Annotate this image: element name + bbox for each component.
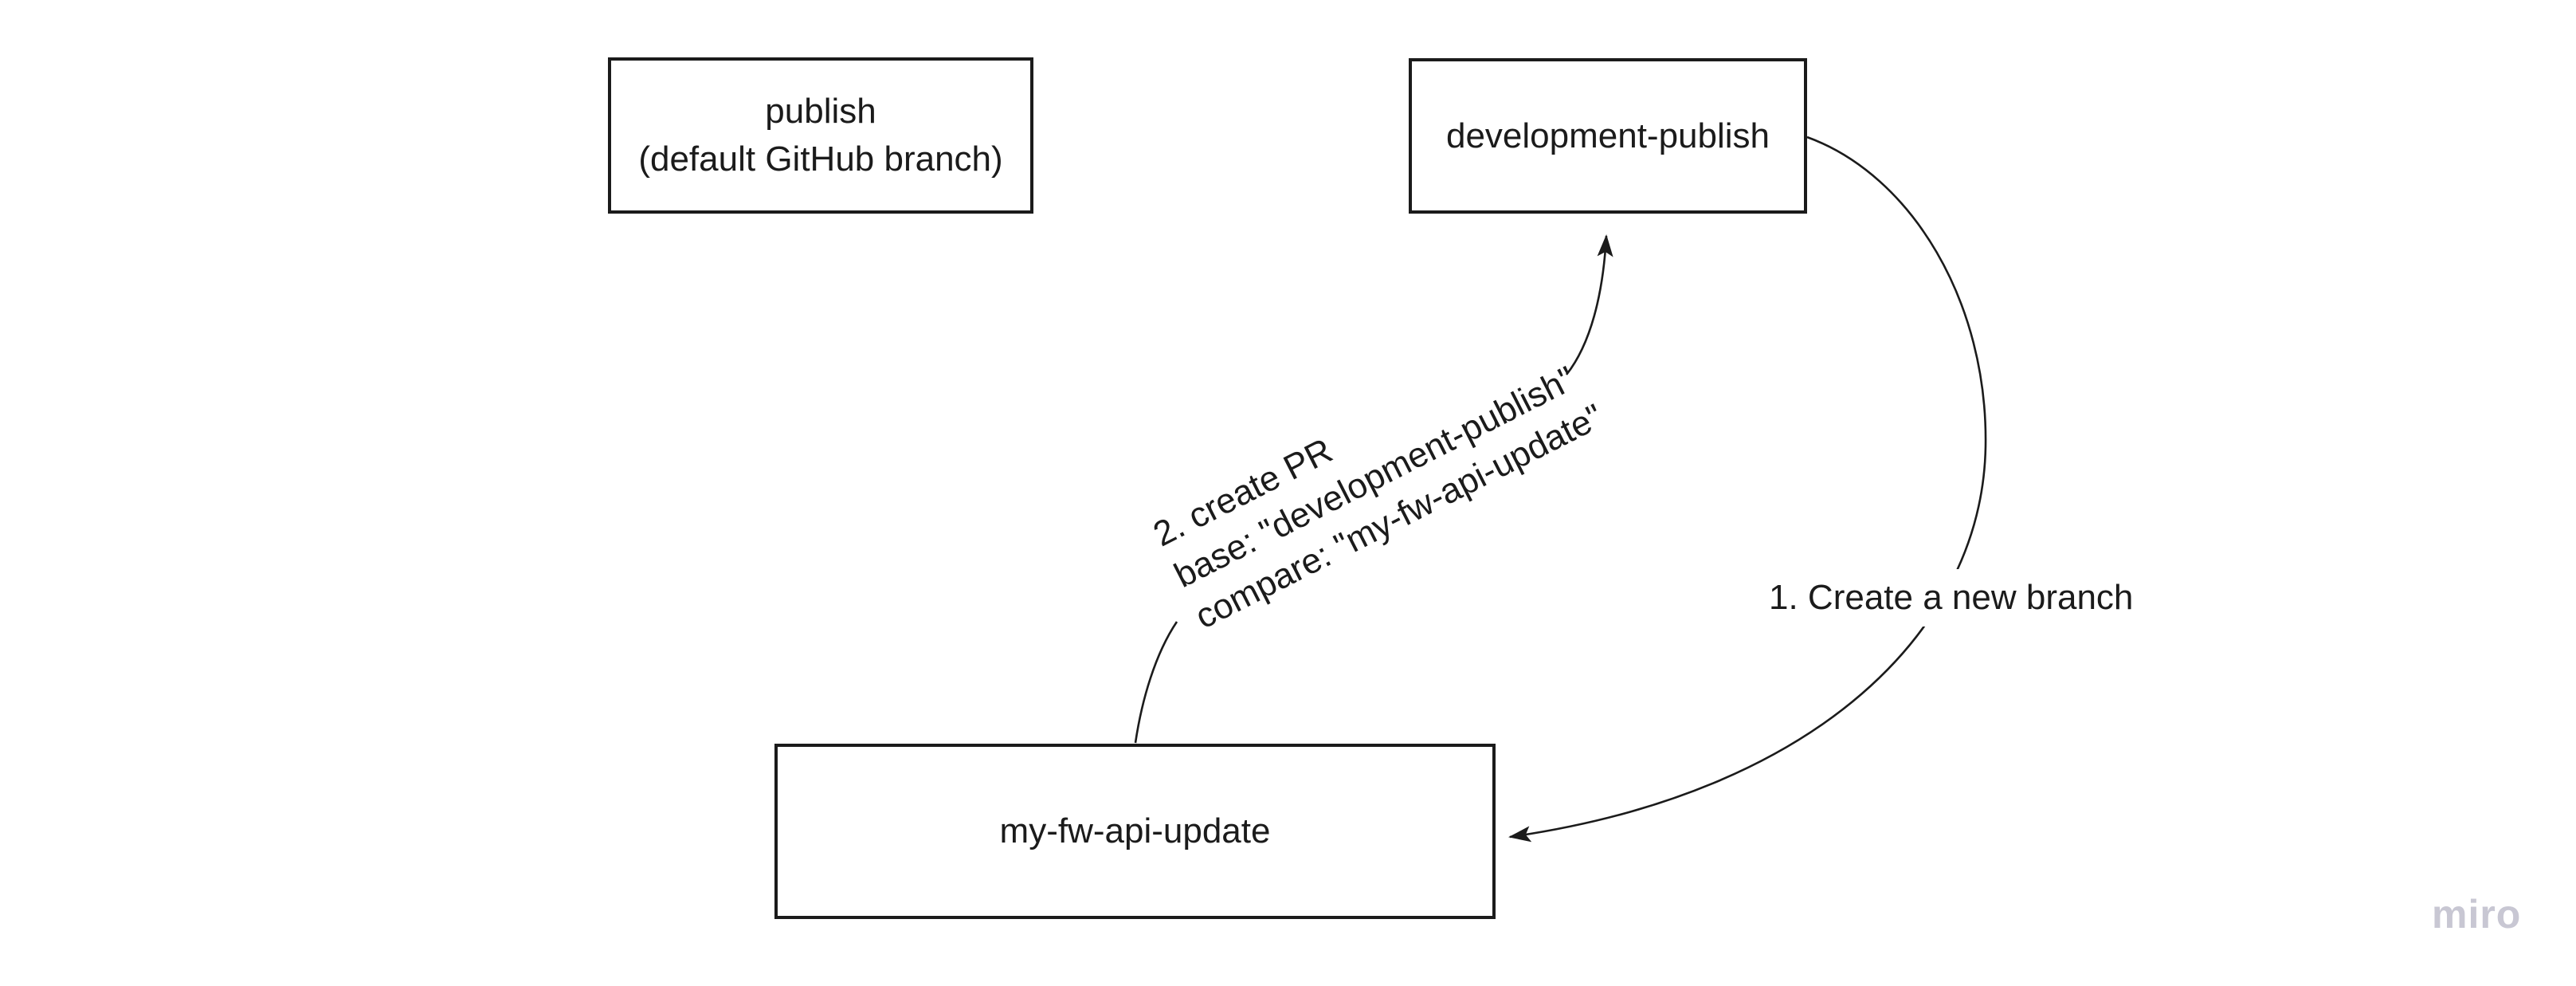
publish-branch-node[interactable]: publish (default GitHub branch) <box>608 57 1033 214</box>
my-fw-api-update-label: my-fw-api-update <box>999 811 1271 850</box>
create-pr-connector-label[interactable]: 2. create PR base: "development-publish"… <box>1146 312 1611 640</box>
my-fw-api-update-node[interactable]: my-fw-api-update <box>774 744 1496 919</box>
development-publish-label: development-publish <box>1445 116 1770 155</box>
development-publish-node[interactable]: development-publish <box>1409 58 1807 214</box>
create-pr-connector-path-upper[interactable] <box>1565 234 1613 375</box>
create-branch-connector-label[interactable]: 1. Create a new branch <box>1758 569 2145 627</box>
create-branch-connector-path[interactable] <box>1508 136 1987 843</box>
create-pr-connector-path-lower[interactable] <box>1134 621 1178 744</box>
miro-watermark-logo[interactable]: miro <box>2432 892 2522 937</box>
publish-branch-label-line2: (default GitHub branch) <box>638 139 1003 179</box>
publish-branch-label-line1: publish <box>765 92 876 131</box>
